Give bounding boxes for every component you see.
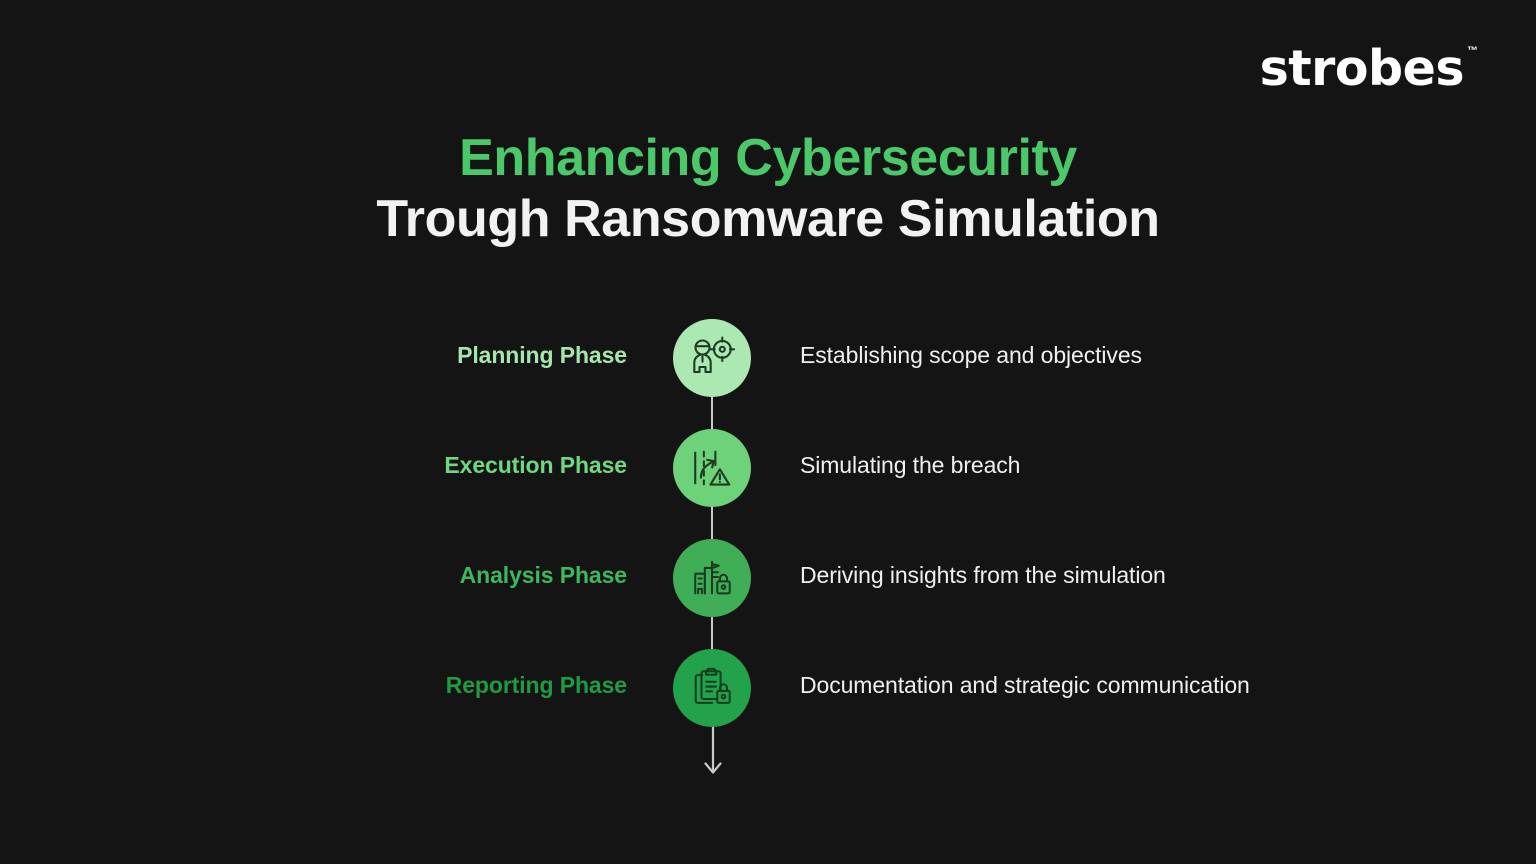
timeline-step: Execution Phase (0, 428, 1536, 546)
phase-node-execution[interactable] (673, 429, 751, 507)
brand-logo: strobes ™ (1260, 44, 1478, 93)
arrow-down-icon (702, 723, 724, 777)
phase-description-execution: Simulating the breach (800, 452, 1021, 478)
page-title: Enhancing Cybersecurity Trough Ransomwar… (0, 128, 1536, 251)
path-warning-icon (689, 445, 735, 491)
phase-node-planning[interactable] (673, 319, 751, 397)
timeline-step: Planning Phase Establishing scope and o (0, 318, 1536, 436)
timeline-step: Reporting Phase Documentation and (0, 648, 1536, 758)
phase-label-planning: Planning Phase (457, 342, 627, 368)
phase-label-analysis: Analysis Phase (459, 562, 627, 588)
phase-timeline: Planning Phase Establishing scope and o (0, 318, 1536, 758)
phase-label-reporting: Reporting Phase (445, 672, 627, 698)
timeline-connector (711, 498, 713, 546)
buildings-lock-icon (689, 555, 735, 601)
phase-description-reporting: Documentation and strategic communicatio… (800, 672, 1250, 698)
phase-node-reporting[interactable] (673, 649, 751, 727)
timeline-connector (711, 388, 713, 436)
trademark-symbol: ™ (1467, 45, 1478, 57)
brand-wordmark: strobes (1259, 40, 1465, 97)
phase-description-analysis: Deriving insights from the simulation (800, 562, 1166, 588)
phase-label-execution: Execution Phase (444, 452, 627, 478)
title-line-primary: Enhancing Cybersecurity (459, 129, 1077, 187)
clipboard-lock-icon (689, 665, 735, 711)
phase-node-analysis[interactable] (673, 539, 751, 617)
title-line-secondary: Trough Ransomware Simulation (376, 190, 1160, 249)
person-target-icon (688, 334, 736, 382)
phase-description-planning: Establishing scope and objectives (800, 342, 1142, 368)
timeline-connector (711, 608, 713, 656)
timeline-step: Analysis Phase (0, 538, 1536, 656)
